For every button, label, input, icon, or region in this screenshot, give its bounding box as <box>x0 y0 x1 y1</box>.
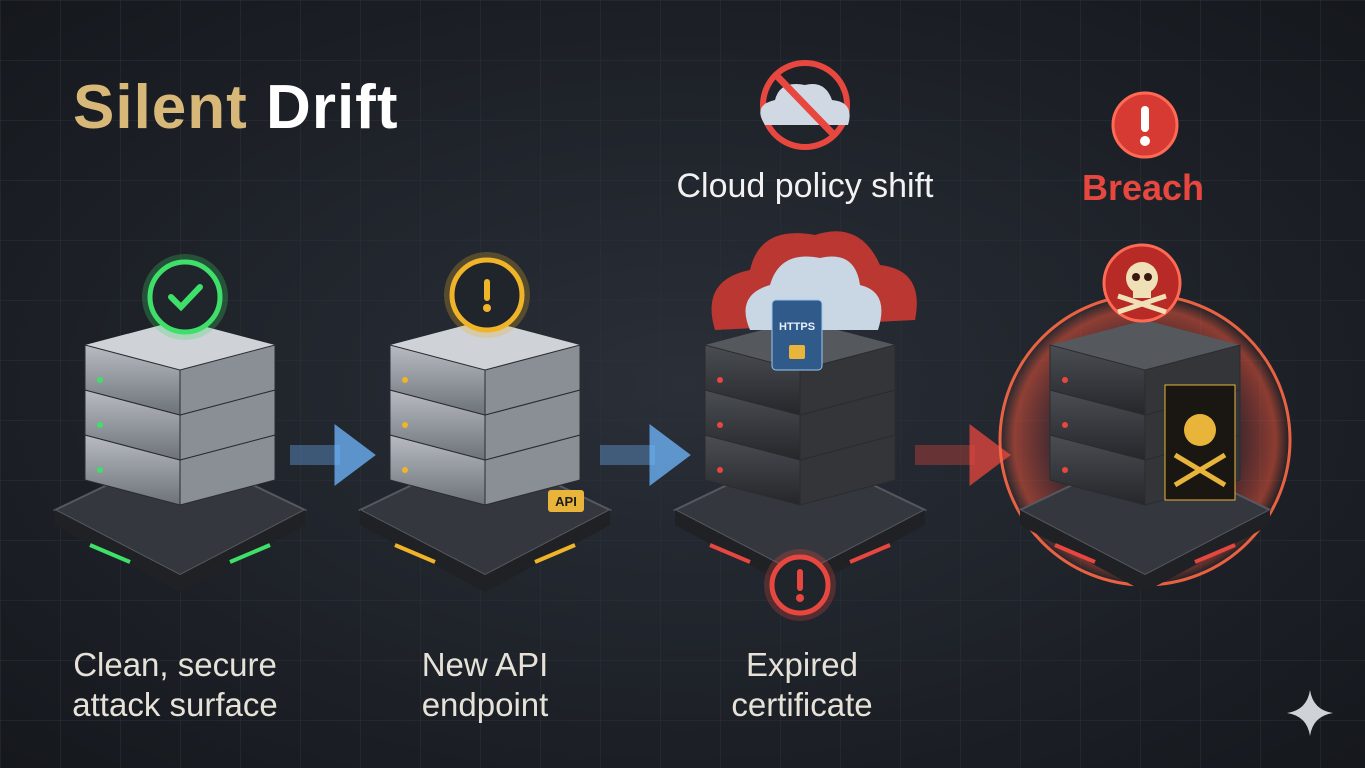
api-badge-text: API <box>555 494 577 509</box>
sparkle-icon <box>1287 690 1333 736</box>
server-led <box>1062 377 1068 383</box>
stage-1-label-line2: attack surface <box>72 685 278 723</box>
server-stage-4 <box>1017 320 1273 592</box>
warning-exclamation-icon <box>444 252 530 338</box>
stage-2-label-line2: endpoint <box>421 685 549 723</box>
server-led <box>402 422 408 428</box>
flow-arrow-3 <box>915 424 1011 486</box>
server-stage-1 <box>52 320 308 592</box>
stage-3-label: Expired certificate <box>652 645 952 724</box>
status-light <box>849 543 891 564</box>
server-stage-3 <box>672 320 928 592</box>
server-led <box>717 467 723 473</box>
server-led <box>717 422 723 428</box>
certificate-document <box>771 299 823 371</box>
check-icon <box>142 254 228 340</box>
skull-icon <box>1102 243 1182 323</box>
cloud-policy-heading: Cloud policy shift <box>676 167 934 205</box>
flow-arrow-1 <box>290 424 376 486</box>
alert-exclamation-icon <box>764 549 836 621</box>
status-light <box>229 543 271 564</box>
server-led <box>97 377 103 383</box>
lock-icon <box>789 345 805 359</box>
server-led <box>402 377 408 383</box>
stage-3-label-line2: certificate <box>731 685 873 723</box>
stage-1-label: Clean, secure attack surface <box>25 645 325 724</box>
api-badge: API <box>548 490 584 512</box>
flow-arrow-2 <box>600 424 691 486</box>
server-led <box>402 467 408 473</box>
status-light <box>1054 543 1096 564</box>
server-led <box>97 467 103 473</box>
skull-panel-icon <box>1164 384 1236 501</box>
cloud-icon: HTTPS <box>711 231 917 371</box>
https-label: HTTPS <box>779 321 815 333</box>
title-part-1: Silent <box>73 73 248 142</box>
stage-2-label: New API endpoint <box>335 645 635 724</box>
status-light <box>534 543 576 564</box>
status-light <box>709 543 751 564</box>
stage-3-label-line1: Expired <box>746 646 858 683</box>
server-led <box>1062 467 1068 473</box>
server-stage-2 <box>357 320 613 592</box>
status-light <box>394 543 436 564</box>
breach-heading: Breach <box>1081 167 1205 208</box>
server-led <box>97 422 103 428</box>
stage-1-label-line1: Clean, secure <box>73 646 277 683</box>
server-led <box>1062 422 1068 428</box>
title-part-2: Drift <box>266 73 399 142</box>
stage-2-label-line1: New API <box>421 646 549 683</box>
page-title: Silent Drift <box>73 72 398 143</box>
server-led <box>717 377 723 383</box>
status-light <box>89 543 131 564</box>
status-light <box>1194 543 1236 564</box>
breach-exclamation-icon <box>1111 91 1179 159</box>
cloud-blocked-icon <box>760 60 850 150</box>
